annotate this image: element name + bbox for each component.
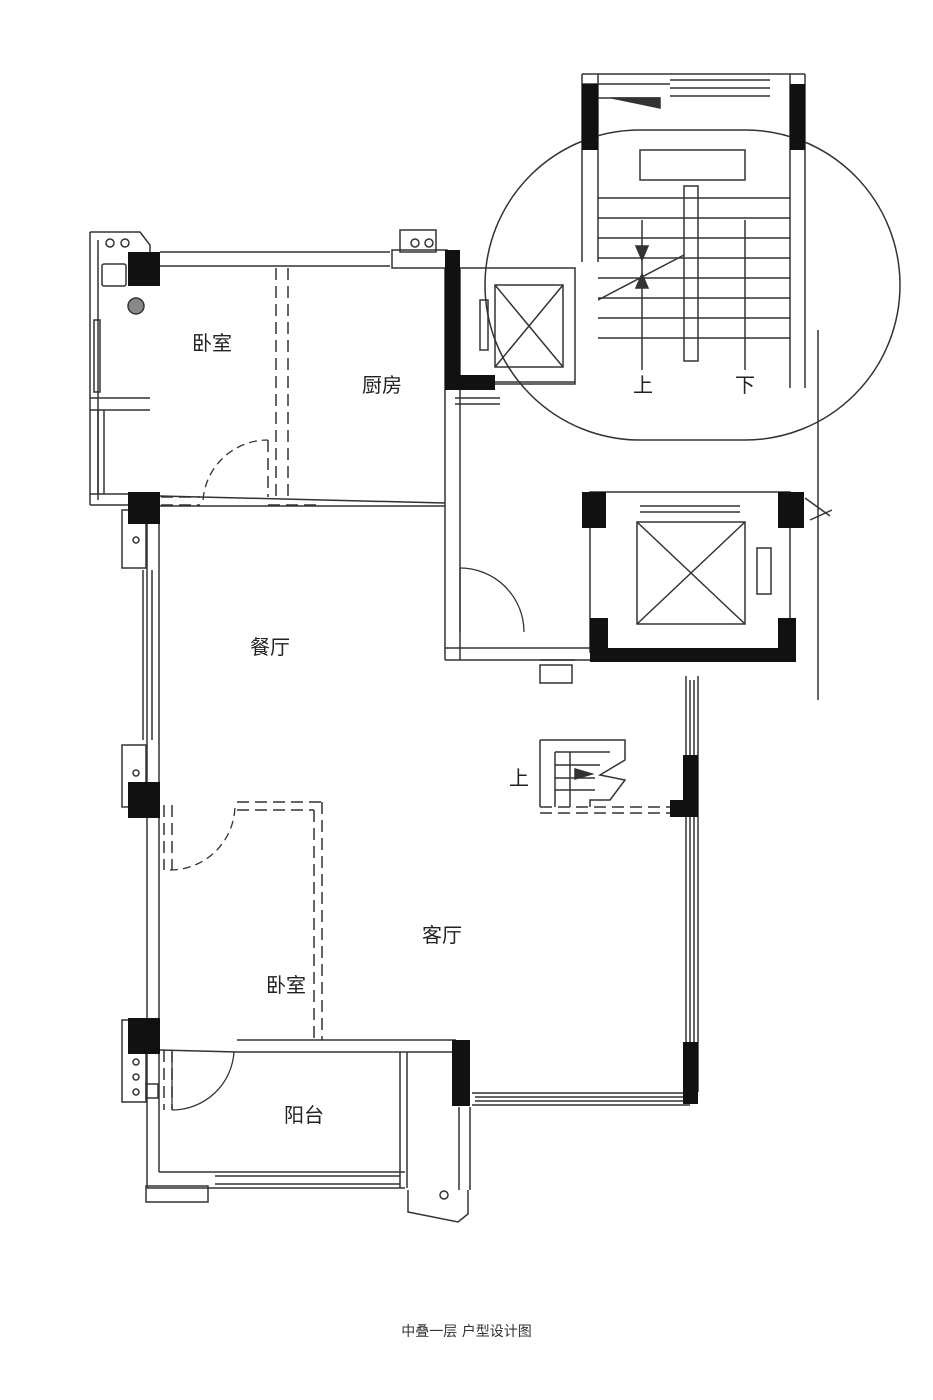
living-label: 客厅 (422, 923, 462, 947)
stair-up-label: 上 (633, 373, 653, 397)
stair-down-label: 下 (735, 373, 755, 397)
bedroom-top-label: 卧室 (192, 331, 232, 355)
interior-walls (159, 267, 791, 684)
dining-label: 餐厅 (250, 635, 290, 659)
plan-caption: 中叠一层 户型设计图 (401, 1324, 532, 1340)
stairwell (484, 73, 901, 700)
elevator-left (479, 284, 564, 368)
utility-wing (89, 229, 437, 506)
structural-columns (128, 84, 805, 1106)
interior-stair-up-label: 上 (509, 766, 529, 790)
elevator-right (636, 505, 772, 625)
door-swings (169, 439, 525, 1111)
dashed-partitions (161, 268, 670, 1110)
balcony-label: 阳台 (284, 1103, 324, 1127)
kitchen-label: 厨房 (362, 373, 402, 397)
bedroom-bottom-label: 卧室 (266, 973, 306, 997)
exterior-walls (142, 249, 699, 1190)
fixtures (121, 509, 469, 1223)
interior-stair (539, 739, 627, 807)
